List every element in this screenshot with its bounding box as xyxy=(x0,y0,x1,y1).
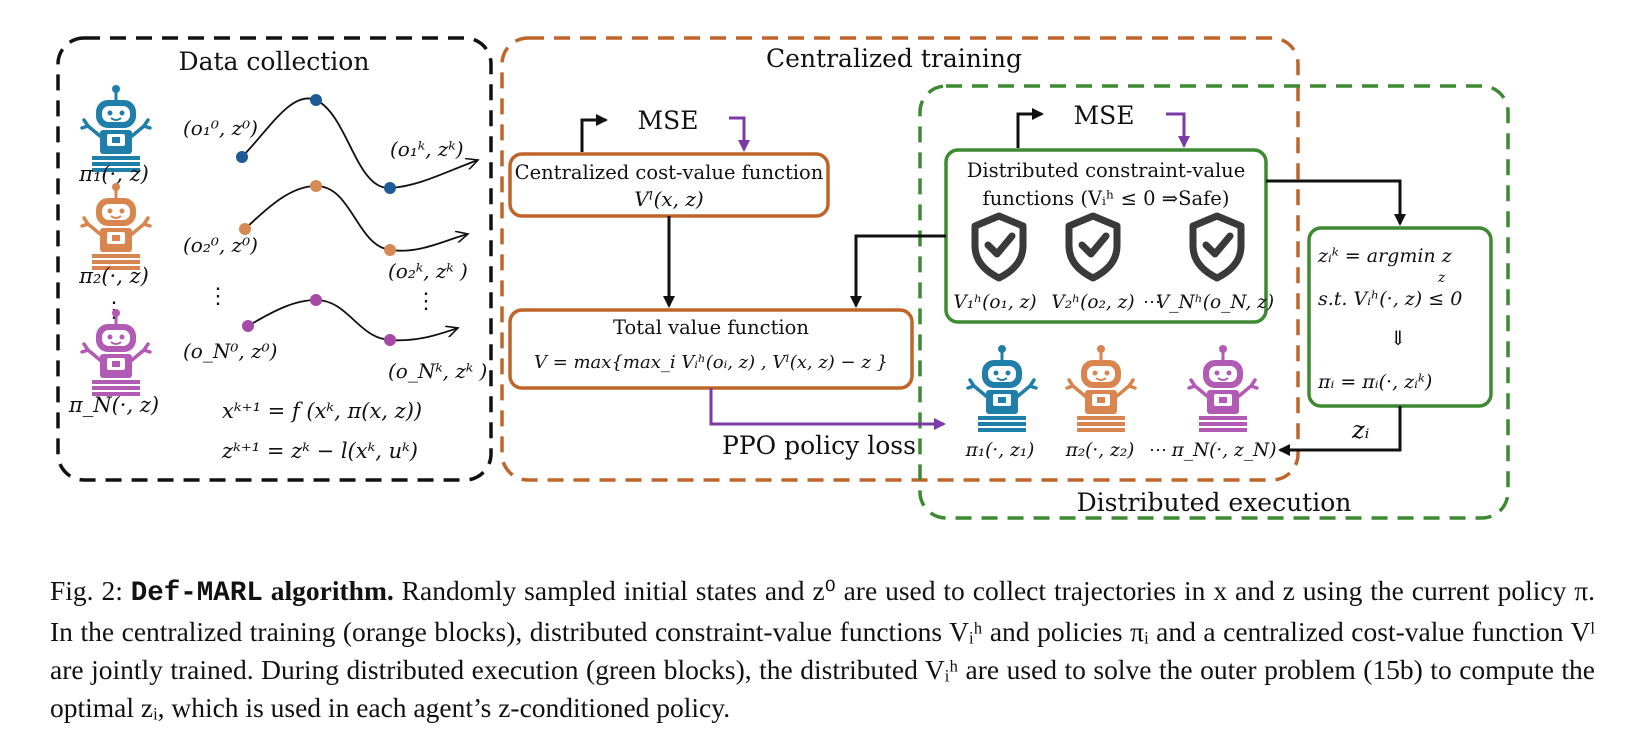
robot-policy-label-n: π_N(·, z) xyxy=(68,393,159,417)
trajectory-2-end xyxy=(384,244,396,256)
trajectory-2-start xyxy=(239,223,251,235)
zi-label: zᵢ xyxy=(1351,416,1370,444)
traj-vdots-left: ⋮ xyxy=(207,284,229,309)
mse-right-arrow-in xyxy=(1166,112,1190,148)
optimizer-line2: s.t. Vᵢʰ(·, z) ≤ 0 xyxy=(1318,288,1462,310)
mse-label-left: MSE xyxy=(638,106,699,135)
constraint-to-optimizer-arrow xyxy=(1266,179,1406,226)
traj-end-label-n: (o_Nᵏ, zᵏ ) xyxy=(388,359,487,383)
constraint-title-line2: functions (Vᵢʰ ≤ 0 ⇒Safe) xyxy=(983,187,1230,210)
exec-robot-icon-2 xyxy=(1065,343,1137,434)
robot-policy-label-1: π₁(·, z) xyxy=(78,162,149,186)
trajectory-1-start xyxy=(236,151,248,163)
caption-body: Randomly sampled initial states and z⁰ a… xyxy=(50,575,1595,723)
exec-policy-dots: ⋯ xyxy=(1149,440,1167,461)
caption-fig-number: Fig. 2: xyxy=(50,575,123,606)
trajectory-n xyxy=(247,299,458,342)
trajectory-2 xyxy=(244,185,468,252)
dynamics-x: xᵏ⁺¹ = f (xᵏ, π(x, z)) xyxy=(222,399,422,423)
exec-policy-label-2: π₂(·, z₂) xyxy=(1065,440,1135,461)
data-collection-frame xyxy=(56,36,493,482)
ppo-label: PPO policy loss xyxy=(722,431,916,460)
traj-start-label-2: (o₂⁰, z⁰) xyxy=(183,233,258,257)
robot-icon-1 xyxy=(80,83,152,174)
constraint-label-dots: ⋯ xyxy=(1143,292,1161,313)
figure-caption: Fig. 2: Def-MARL algorithm. Randomly sam… xyxy=(50,572,1595,727)
distributed-execution-frame xyxy=(918,84,1510,520)
robot-policy-label-2: π₂(·, z) xyxy=(78,264,149,288)
constraint-label-1: V₁ʰ(o₁, z) xyxy=(953,292,1036,313)
optimizer-sub: z xyxy=(1437,270,1446,286)
trajectory-n-end xyxy=(384,334,396,346)
optimizer-line1: zᵢᵏ = argmin z xyxy=(1317,245,1453,267)
traj-vdots-right: ⋮ xyxy=(415,289,437,314)
def-marl-diagram: Data collection Centralized training Dis… xyxy=(56,36,1510,520)
caption-algo-suffix: algorithm. xyxy=(270,575,394,606)
dynamics-z: zᵏ⁺¹ = zᵏ − l(xᵏ, uᵏ) xyxy=(221,439,418,463)
trajectory-n-start xyxy=(242,320,254,332)
cost-value-title: Centralized cost-value function xyxy=(515,161,824,184)
traj-end-label-2: (o₂ᵏ, zᵏ ) xyxy=(388,259,468,283)
mse-label-right: MSE xyxy=(1074,101,1135,130)
total-value-title: Total value function xyxy=(613,316,809,339)
centralized-training-title: Centralized training xyxy=(766,44,1022,73)
mse-left-arrow-in xyxy=(729,116,750,152)
caption-algo-name: Def-MARL xyxy=(130,578,263,609)
optimizer-to-policies-arrow xyxy=(1278,406,1402,456)
centralized-training-frame xyxy=(500,36,1300,482)
trajectory-1-mid xyxy=(310,94,322,106)
traj-start-label-n: (o_N⁰, z⁰) xyxy=(183,339,277,363)
total-value-formula: V = max{max_i Vᵢʰ(oᵢ, z) , Vˡ(x, z) − z … xyxy=(534,352,888,373)
constraint-label-n: V_Nʰ(o_N, z) xyxy=(1156,292,1274,313)
traj-start-label-1: (o₁⁰, z⁰) xyxy=(183,116,258,140)
trajectory-n-mid xyxy=(310,294,322,306)
cost-value-formula: Vˡ(x, z) xyxy=(634,187,703,211)
exec-policy-label-n: π_N(·, z_N) xyxy=(1171,440,1277,461)
exec-robot-icon-n xyxy=(1187,343,1259,434)
ppo-arrow xyxy=(709,388,946,430)
optimizer-implies: ⇓ xyxy=(1390,326,1407,350)
traj-end-label-1: (o₁ᵏ, zᵏ) xyxy=(390,137,464,161)
robot-icon-2 xyxy=(80,181,152,272)
mse-right-arrow-out xyxy=(1016,108,1044,148)
optimizer-line3: πᵢ = πᵢ(·, zᵢᵏ) xyxy=(1317,371,1432,393)
trajectory-1 xyxy=(241,97,478,189)
trajectory-2-mid xyxy=(310,180,322,192)
trajectory-1-end xyxy=(384,182,396,194)
exec-robot-icon-1 xyxy=(966,343,1038,434)
data-collection-title: Data collection xyxy=(179,47,370,76)
exec-policy-label-1: π₁(·, z₁) xyxy=(965,440,1035,461)
constraint-title-line1: Distributed constraint-value xyxy=(967,159,1246,182)
constraint-label-2: V₂ʰ(o₂, z) xyxy=(1051,292,1134,313)
distributed-execution-title: Distributed execution xyxy=(1077,488,1352,517)
constraint-to-total-arrow xyxy=(850,234,946,308)
robot-icon-n xyxy=(80,307,152,398)
mse-left-arrow-out xyxy=(580,114,608,152)
